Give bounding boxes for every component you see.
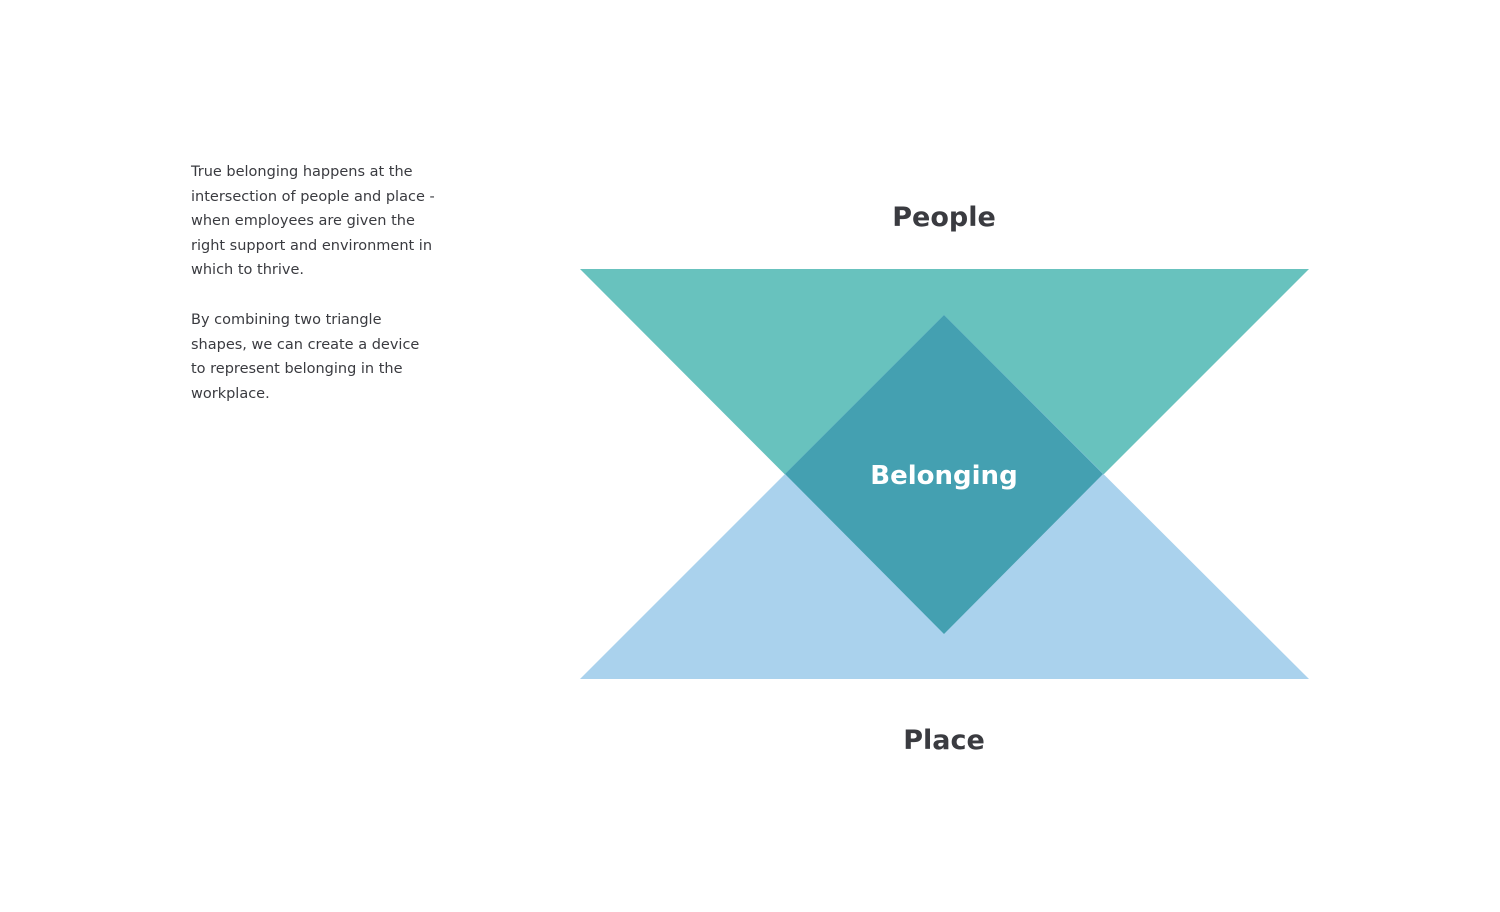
description-paragraph-1: True belonging happens at the intersecti…: [191, 164, 435, 279]
belonging-overlap-diamond: [785, 315, 1103, 634]
place-label: Place: [903, 725, 985, 756]
description-paragraph-2: By combining two triangle shapes, we can…: [191, 311, 420, 402]
description-text: True belonging happens at the intersecti…: [191, 160, 436, 431]
people-label: People: [892, 202, 996, 233]
belonging-label: Belonging: [870, 461, 1017, 491]
